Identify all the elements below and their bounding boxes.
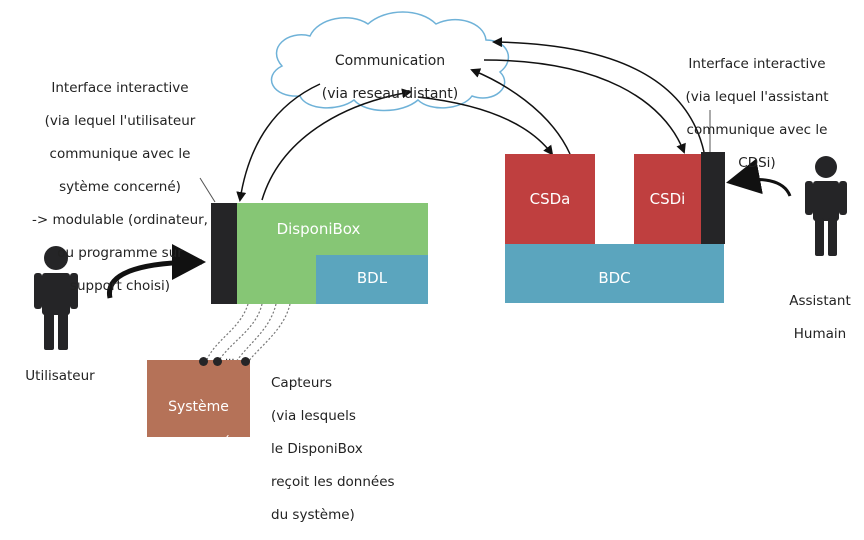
cloud-line-1: Communication xyxy=(334,52,446,69)
assistant-line-2: Humain xyxy=(793,325,847,342)
arrow-assistant-to-interface xyxy=(726,158,792,197)
arrow-cloud-to-disponibox-outer xyxy=(236,83,321,202)
capteurs-note: Capteurs (via lesquels le DisponiBox reç… xyxy=(271,358,431,540)
bdl-label: BDL xyxy=(356,269,388,287)
csda-label: CSDa xyxy=(529,190,571,208)
bdc-line-2: commune xyxy=(577,305,652,323)
note-line: support choisi) xyxy=(69,277,171,294)
pointer-left-interface xyxy=(199,177,216,203)
sensor-dots-ellipsis: ... xyxy=(225,352,235,363)
note-line: (via lesquels xyxy=(271,407,356,424)
note-line: reçoit les données xyxy=(271,473,395,490)
csdi-label: CSDi xyxy=(649,190,686,208)
arrow-user-to-interface xyxy=(107,244,206,299)
systeme-line-1: Système xyxy=(168,399,229,415)
bdc-line-1: BDC xyxy=(598,269,631,287)
systeme-box: ... Système concerné xyxy=(147,352,250,451)
assistant-interface-bar xyxy=(701,152,725,244)
assistant-line-1: Assistant xyxy=(789,292,851,309)
note-line: ou programme sur xyxy=(57,244,183,261)
arrow-cloud-to-csdi xyxy=(483,59,686,154)
arrow-disponibox-to-cloud-inner xyxy=(261,88,412,201)
sensor-dot xyxy=(213,357,222,366)
sensor-dot xyxy=(241,357,250,366)
systeme-label: Système concerné xyxy=(147,380,250,470)
note-line: (via lequel l'assistant xyxy=(685,88,829,105)
diagram-canvas xyxy=(34,11,847,363)
user-figure-icon xyxy=(34,246,78,350)
note-line: Interface interactive xyxy=(688,55,826,72)
note-line: communique avec le xyxy=(686,121,828,138)
note-line: sytème concerné) xyxy=(59,178,181,195)
note-line: CDSi) xyxy=(738,154,776,171)
user-interface-bar xyxy=(211,203,237,304)
right-interface-note: Interface interactive (via lequel l'assi… xyxy=(666,39,848,188)
note-line: Capteurs xyxy=(271,374,333,391)
csdi-box: CSDi xyxy=(634,154,701,244)
cloud-shape xyxy=(270,11,510,112)
bdc-box: BDC commune xyxy=(505,244,724,323)
disponibox-label: DisponiBox xyxy=(276,220,361,238)
note-line: Interface interactive xyxy=(51,79,189,96)
note-line: -> modulable (ordinateur, xyxy=(32,211,208,228)
sensor-wires xyxy=(205,303,291,363)
csda-box: CSDa xyxy=(505,154,595,244)
arrow-csda-to-cloud xyxy=(470,68,571,155)
bdc-label: BDC commune xyxy=(505,251,724,341)
bdl-box: BDL xyxy=(316,255,428,304)
assistant-figure-icon xyxy=(805,156,847,256)
cloud-label: Communication (via reseau distant) xyxy=(300,36,480,119)
cloud-line-2: (via reseau distant) xyxy=(321,85,459,102)
note-line: du système) xyxy=(271,506,355,523)
utilisateur-label: Utilisateur xyxy=(25,368,95,384)
note-line: communique avec le xyxy=(49,145,191,162)
arrow-csdi-to-cloud xyxy=(492,37,705,153)
note-line: le DisponiBox xyxy=(271,440,363,457)
left-interface-note: Interface interactive (via lequel l'util… xyxy=(8,63,232,311)
arrow-cloud-to-csda xyxy=(417,96,554,156)
assistant-label: Assistant Humain xyxy=(776,276,864,359)
note-line: (via lequel l'utilisateur xyxy=(44,112,196,129)
sensor-dot xyxy=(199,357,208,366)
systeme-line-2: concerné xyxy=(166,435,231,451)
